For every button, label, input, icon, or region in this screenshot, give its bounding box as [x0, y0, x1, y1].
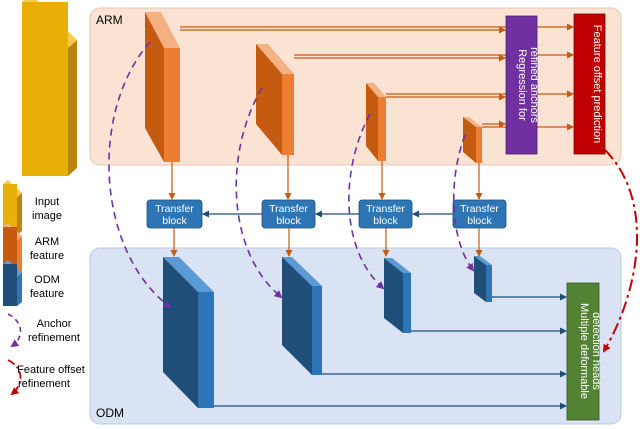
legend-input-line1: Input [35, 196, 59, 208]
transfer-block-3-line2: block [373, 215, 398, 227]
odm-label: ODM [96, 406, 124, 420]
detection-line2: detection heads [590, 312, 602, 390]
odm-feature-2 [282, 257, 322, 375]
legend-offset-arrow [7, 359, 22, 396]
input-image-block [22, 0, 77, 176]
detection-heads: Multiple deformable detection heads [566, 282, 602, 421]
arm-feature-4 [463, 117, 482, 163]
regression-line1: Regression for [516, 49, 528, 121]
regression-line2: refined anchors [528, 47, 540, 123]
transfer-block-3: Transfer block [358, 199, 413, 229]
legend-odm-swatch [3, 260, 22, 306]
offset-prediction-head: Feature offset prediction [573, 13, 606, 155]
legend: Input image ARM feature ODM feature Anch… [3, 180, 85, 396]
odm-to-head-arrows [214, 293, 567, 410]
odm-feature-4 [474, 256, 492, 302]
legend-odm-line1: ODM [34, 274, 60, 286]
legend-anchor-line2: refinement [28, 332, 80, 344]
legend-anchor-arrow [7, 313, 22, 348]
arm-feature-3 [366, 83, 386, 161]
anchor-refinement-arrows [108, 41, 475, 309]
legend-odm-line2: feature [30, 288, 64, 300]
transfer-block-2: Transfer block [261, 199, 316, 229]
transfer-block-4: Transfer block [452, 199, 507, 229]
legend-offset-line2: refinement [18, 378, 70, 390]
odm-feature-1 [163, 257, 214, 408]
transfer-block-2-line1: Transfer [269, 203, 308, 215]
transfer-to-odm-arrows [170, 228, 483, 257]
odm-feature-3 [384, 258, 411, 333]
transfer-block-4-line1: Transfer [460, 203, 499, 215]
offset-refinement-arrow [602, 149, 638, 353]
arm-to-transfer-arrows [168, 155, 483, 200]
arm-label: ARM [96, 13, 123, 27]
detection-line1: Multiple deformable [578, 303, 590, 399]
legend-arm-line1: ARM [35, 236, 59, 248]
arm-feature-2 [256, 44, 294, 155]
transfer-block-3-line1: Transfer [366, 203, 405, 215]
arm-section [89, 7, 622, 166]
arm-feature-1 [145, 12, 180, 162]
transfer-block-1-line2: block [162, 215, 187, 227]
transfer-block-1-line1: Transfer [155, 203, 194, 215]
legend-anchor-line1: Anchor [37, 318, 72, 330]
legend-arm-line2: feature [30, 250, 64, 262]
transfer-block-4-line2: block [467, 215, 492, 227]
offset-prediction-label: Feature offset prediction [591, 25, 603, 143]
transfer-block-2-line2: block [276, 215, 301, 227]
transfer-block-1: Transfer block [146, 199, 203, 229]
regression-head: Regression for refined anchors [505, 15, 540, 155]
legend-input-line2: image [32, 210, 62, 222]
legend-input-swatch [3, 180, 22, 235]
legend-offset-line1: Feature offset [17, 364, 85, 376]
